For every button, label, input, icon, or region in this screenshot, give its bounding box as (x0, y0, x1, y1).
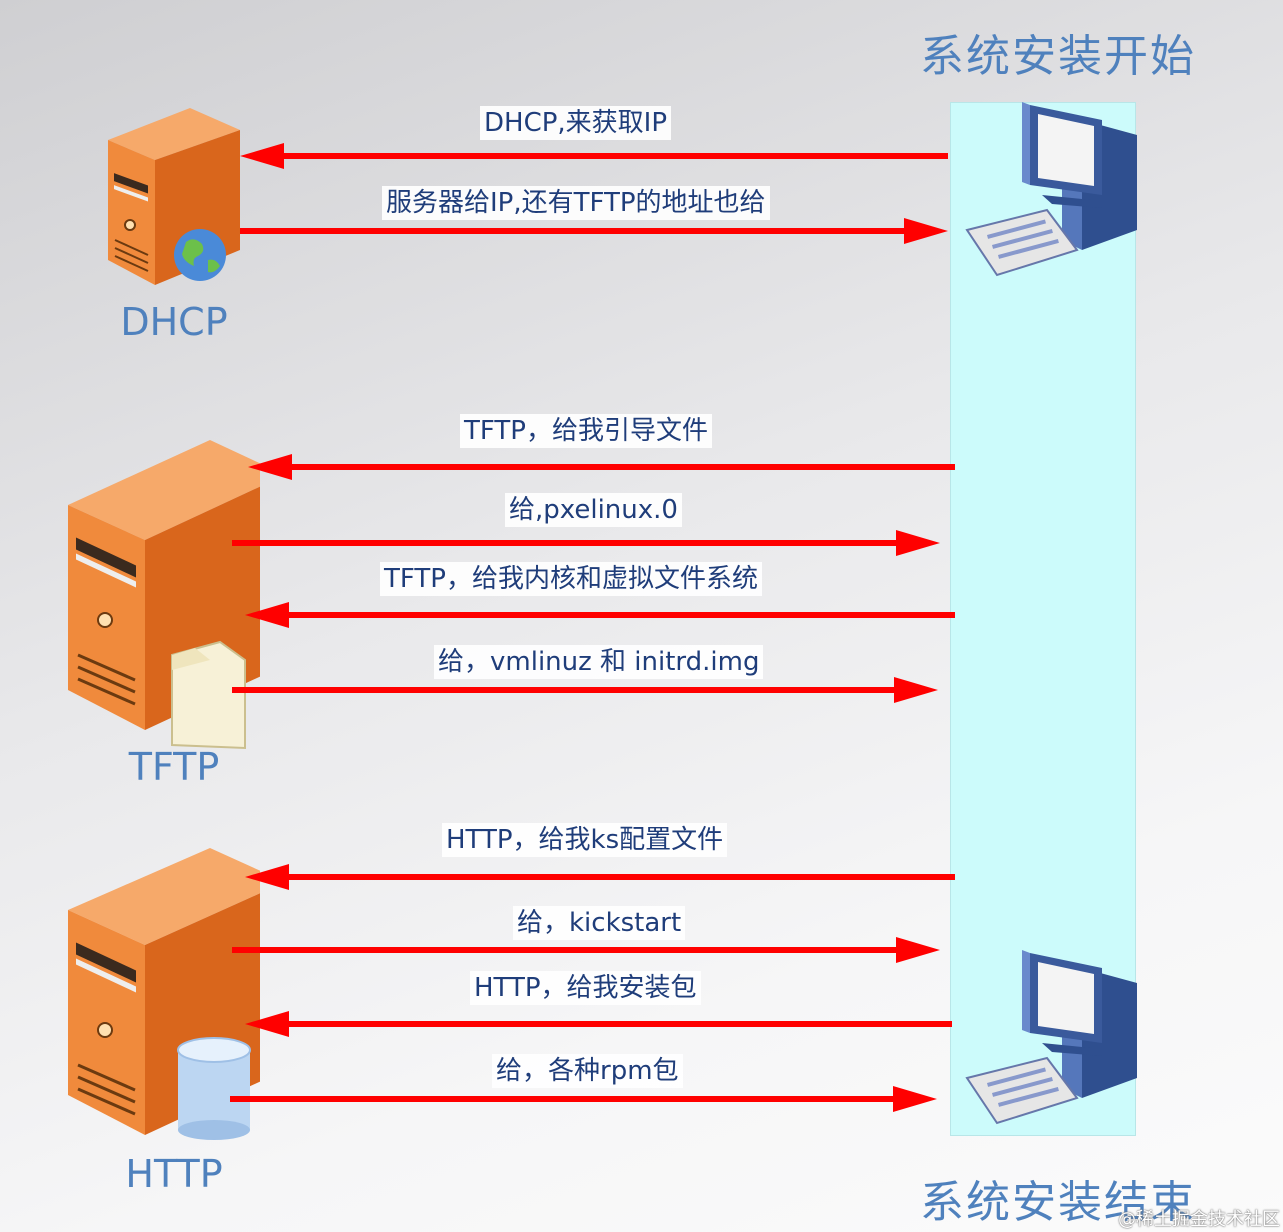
tftp-server-icon (68, 440, 260, 750)
message-label-10: 给，各种rpm包 (492, 1054, 683, 1088)
message-label-1: DHCP,来获取IP (480, 106, 672, 140)
install-end-title: 系统安装结束 (920, 1177, 1196, 1228)
dhcp-server-icon (108, 108, 240, 285)
message-label-5: TFTP，给我内核和虚拟文件系统 (380, 562, 762, 596)
message-label-6: 给，vmlinuz 和 initrd.img (434, 645, 764, 679)
client-computer-icon (965, 102, 1137, 277)
message-label-9: HTTP，给我安装包 (470, 971, 701, 1005)
watermark: @稀土掘金技术社区 (1118, 1209, 1280, 1230)
arrow-to-server-9 (245, 1010, 952, 1038)
message-label-2: 服务器给IP,还有TFTP的地址也给 (382, 186, 770, 220)
arrow-to-client-8 (232, 936, 940, 964)
arrow-to-client-2 (240, 217, 948, 245)
http-server-label: HTTP (125, 1152, 223, 1196)
install-start-title: 系统安装开始 (920, 31, 1196, 82)
arrow-to-server-7 (245, 863, 955, 891)
http-server-icon (68, 848, 260, 1140)
message-label-7: HTTP，给我ks配置文件 (442, 823, 728, 857)
dhcp-server-label: DHCP (120, 300, 228, 344)
arrow-to-client-4 (232, 529, 940, 557)
tftp-server-label: TFTP (128, 745, 220, 789)
client-computer-icon-end (965, 950, 1137, 1125)
arrow-to-client-6 (232, 676, 938, 704)
arrow-to-client-10 (230, 1085, 937, 1113)
arrow-to-server-3 (248, 453, 955, 481)
arrow-to-server-1 (240, 142, 948, 170)
message-label-8: 给，kickstart (513, 906, 686, 940)
message-label-3: TFTP，给我引导文件 (460, 414, 712, 448)
message-label-4: 给,pxelinux.0 (505, 493, 682, 527)
arrow-to-server-5 (245, 601, 955, 629)
